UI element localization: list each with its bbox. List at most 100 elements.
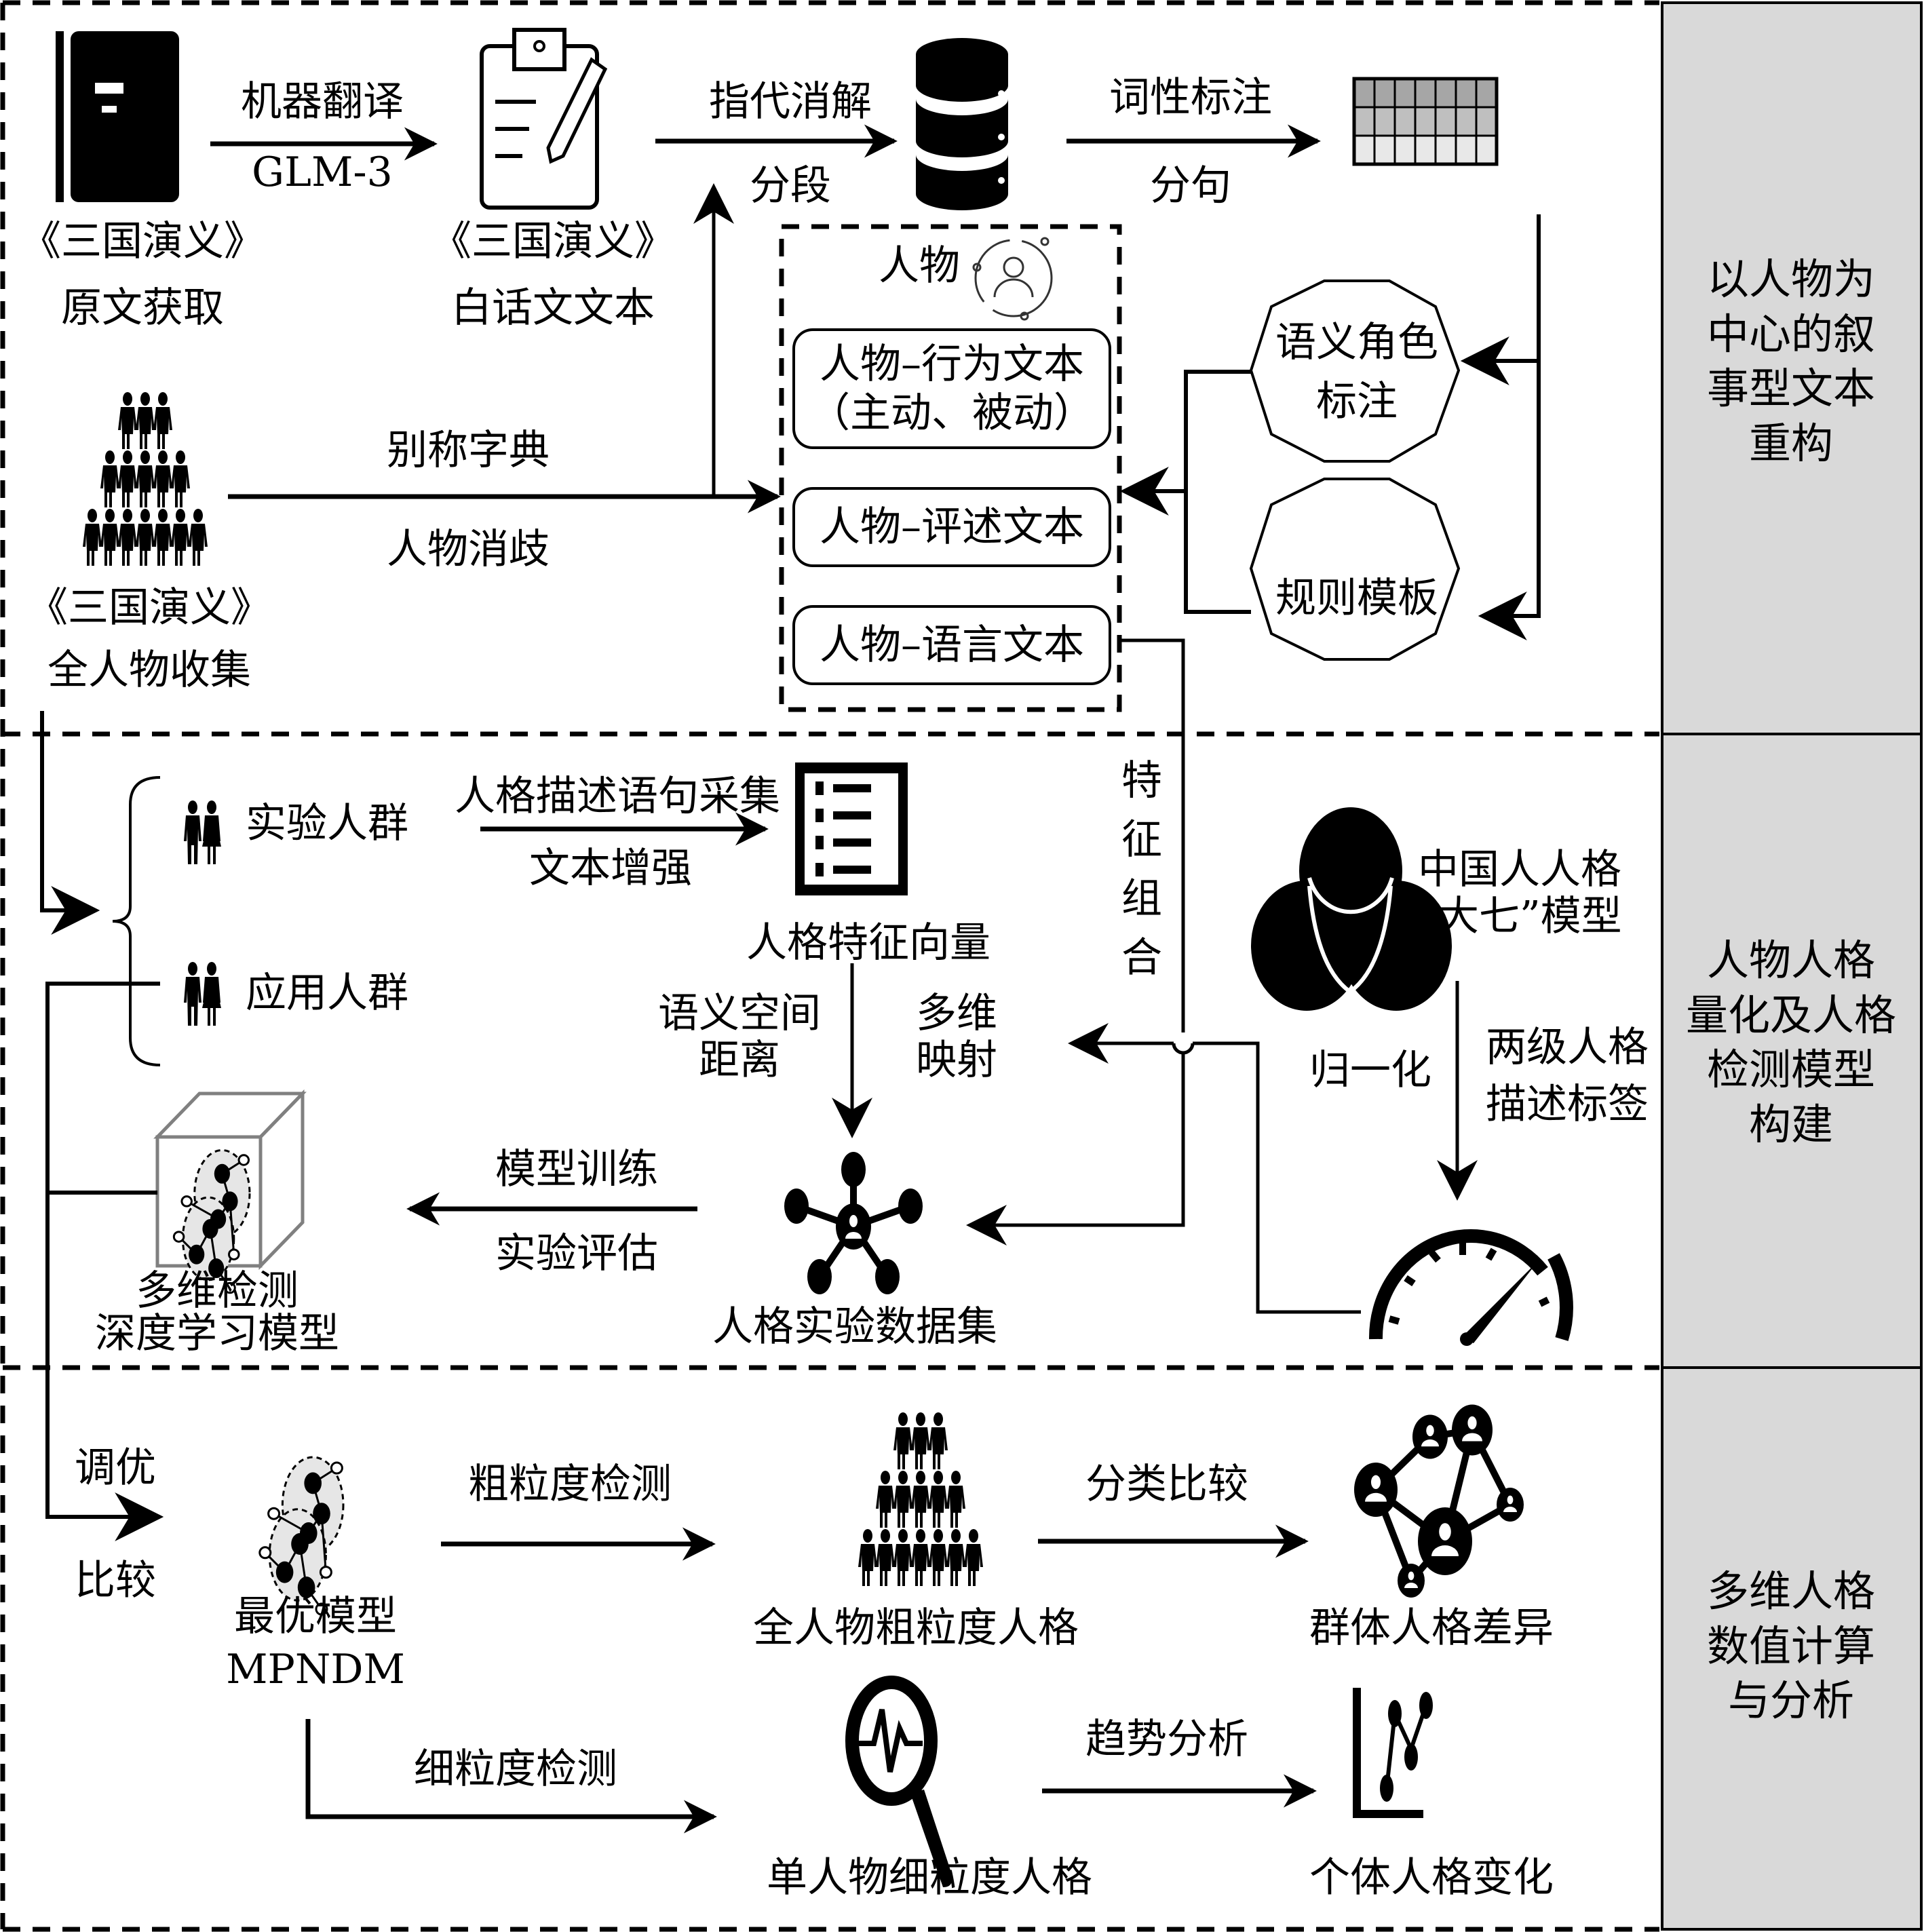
dataset-label: 人格实验数据集	[712, 1303, 997, 1351]
individual-change-label: 个体人格变化	[1309, 1854, 1554, 1901]
person-figure	[858, 1529, 877, 1586]
grid-cell	[1373, 77, 1396, 109]
people-network-icon	[1354, 1404, 1524, 1598]
best-model-label: 最优模型 MPNDM	[226, 1593, 405, 1693]
grid-cell	[1414, 134, 1437, 166]
group-application-label: 应用人群	[246, 969, 408, 1017]
person-figure	[136, 392, 155, 449]
venn-icon	[1251, 807, 1452, 1011]
grid-cell	[1353, 134, 1376, 166]
stage-label-2: 人物人格 量化及人格 检测模型 构建	[1685, 935, 1896, 1149]
couple-icon	[184, 800, 221, 864]
multi-mapping-label: 多维 映射	[916, 990, 997, 1084]
big-seven-label: 中国人人格 “大七”模型	[1417, 846, 1622, 940]
grid-cell	[1373, 134, 1396, 166]
grid-cell	[1434, 77, 1457, 109]
hub-network-icon	[784, 1152, 923, 1294]
vernacular-caption: 白话文文本	[451, 284, 655, 332]
grid-cell	[1393, 106, 1417, 137]
couple-icon	[184, 962, 221, 1026]
feature-vector-label: 人格特征向量	[746, 919, 990, 967]
stage1-connectors	[210, 124, 1541, 640]
fine-result-label: 单人物细粒度人格	[767, 1854, 1092, 1901]
collect-edge-top: 人格描述语句采集	[455, 773, 780, 820]
person-figure	[911, 1412, 930, 1469]
grid-cell	[1353, 106, 1376, 137]
person-figure	[136, 450, 155, 507]
person-figure	[136, 509, 155, 566]
person-figure	[118, 450, 137, 507]
person-figure	[911, 1529, 930, 1586]
person-figure	[893, 1412, 912, 1469]
person-figure	[893, 1529, 912, 1586]
person-figure	[964, 1529, 983, 1586]
person-figure	[118, 509, 137, 566]
group-diff-label: 群体人格差异	[1309, 1604, 1554, 1652]
coref-edge-bottom: 分段	[750, 162, 831, 210]
feature-combo-label: 特征组合	[1121, 757, 1162, 982]
person-figure	[929, 1529, 948, 1586]
person-figure	[100, 450, 119, 507]
list-icon	[795, 762, 908, 895]
tune-edge-bottom: 比较	[75, 1557, 156, 1604]
grid-cell	[1475, 134, 1498, 166]
grid-cell	[1393, 77, 1417, 109]
rules-label: 规则模板	[1275, 575, 1438, 622]
group-experiment-label: 实验人群	[246, 800, 408, 847]
molecule-icon	[258, 1456, 345, 1616]
person-figure	[189, 509, 208, 566]
person-figure	[171, 450, 190, 507]
cube-network-icon	[153, 1089, 307, 1294]
stage-frames	[0, 0, 1659, 1932]
fine-edge-label: 细粒度检测	[414, 1745, 617, 1793]
person-figure	[893, 1471, 912, 1528]
crowd-icon	[858, 1412, 983, 1586]
grid-cell	[1353, 77, 1376, 109]
person-figure	[118, 392, 137, 449]
train-edge-top: 模型训练	[495, 1146, 658, 1193]
stage-label-3: 多维人格 数值计算 与分析	[1706, 1566, 1875, 1726]
stage2-connectors	[40, 638, 1478, 1541]
person-figure	[911, 1471, 930, 1528]
person-box-title: 人物	[879, 242, 960, 290]
stage-label-1: 以人物为 中心的叙 事型文本 重构	[1706, 254, 1875, 468]
alias-edge-top: 别称字典	[387, 427, 550, 474]
person-figure	[929, 1412, 948, 1469]
grid-cell	[1455, 77, 1478, 109]
srl-label: 语义角色 标注	[1275, 319, 1438, 425]
pos-edge-bottom: 分句	[1150, 162, 1231, 210]
line-chart-icon	[1353, 1688, 1433, 1818]
coarse-result-label: 全人物粗粒度人格	[753, 1604, 1079, 1652]
original-text-title: 《三国演义》	[20, 218, 265, 265]
original-text-caption: 原文获取	[61, 284, 224, 332]
rules-octagon	[1249, 478, 1461, 661]
semantic-distance-label: 语义空间 距离	[658, 990, 821, 1084]
classify-edge-label: 分类比较	[1085, 1461, 1248, 1508]
stage-label-column	[1661, 1, 1923, 1931]
person-comment-text: 人物–评述文本	[792, 487, 1111, 567]
pos-edge-top: 词性标注	[1109, 74, 1272, 121]
group-bracket	[112, 776, 161, 1066]
person-figure	[171, 509, 190, 566]
stage3-connectors	[305, 1524, 1317, 1834]
two-level-label: 两级人格 描述标签	[1486, 1024, 1649, 1128]
grid-cell	[1434, 106, 1457, 137]
crowd-icon	[83, 392, 208, 566]
grid-cell	[1434, 134, 1457, 166]
translate-edge-top: 机器翻译	[241, 78, 404, 125]
person-figure	[100, 509, 119, 566]
grid-cell	[1393, 134, 1417, 166]
characters-caption: 全人物收集	[47, 646, 251, 694]
table-grid-icon	[1352, 77, 1499, 166]
srl-octagon	[1249, 279, 1461, 463]
tune-edge-top: 调优	[75, 1444, 156, 1492]
clipboard-pencil-icon	[480, 28, 608, 210]
person-figure	[83, 509, 102, 566]
vernacular-title: 《三国演义》	[431, 218, 675, 265]
trend-edge-label: 趋势分析	[1085, 1716, 1248, 1763]
database-icon	[916, 38, 1008, 210]
person-text-group-frame	[779, 224, 1122, 712]
person-figure	[153, 392, 172, 449]
book-icon	[56, 31, 179, 202]
grid-cell	[1414, 77, 1437, 109]
